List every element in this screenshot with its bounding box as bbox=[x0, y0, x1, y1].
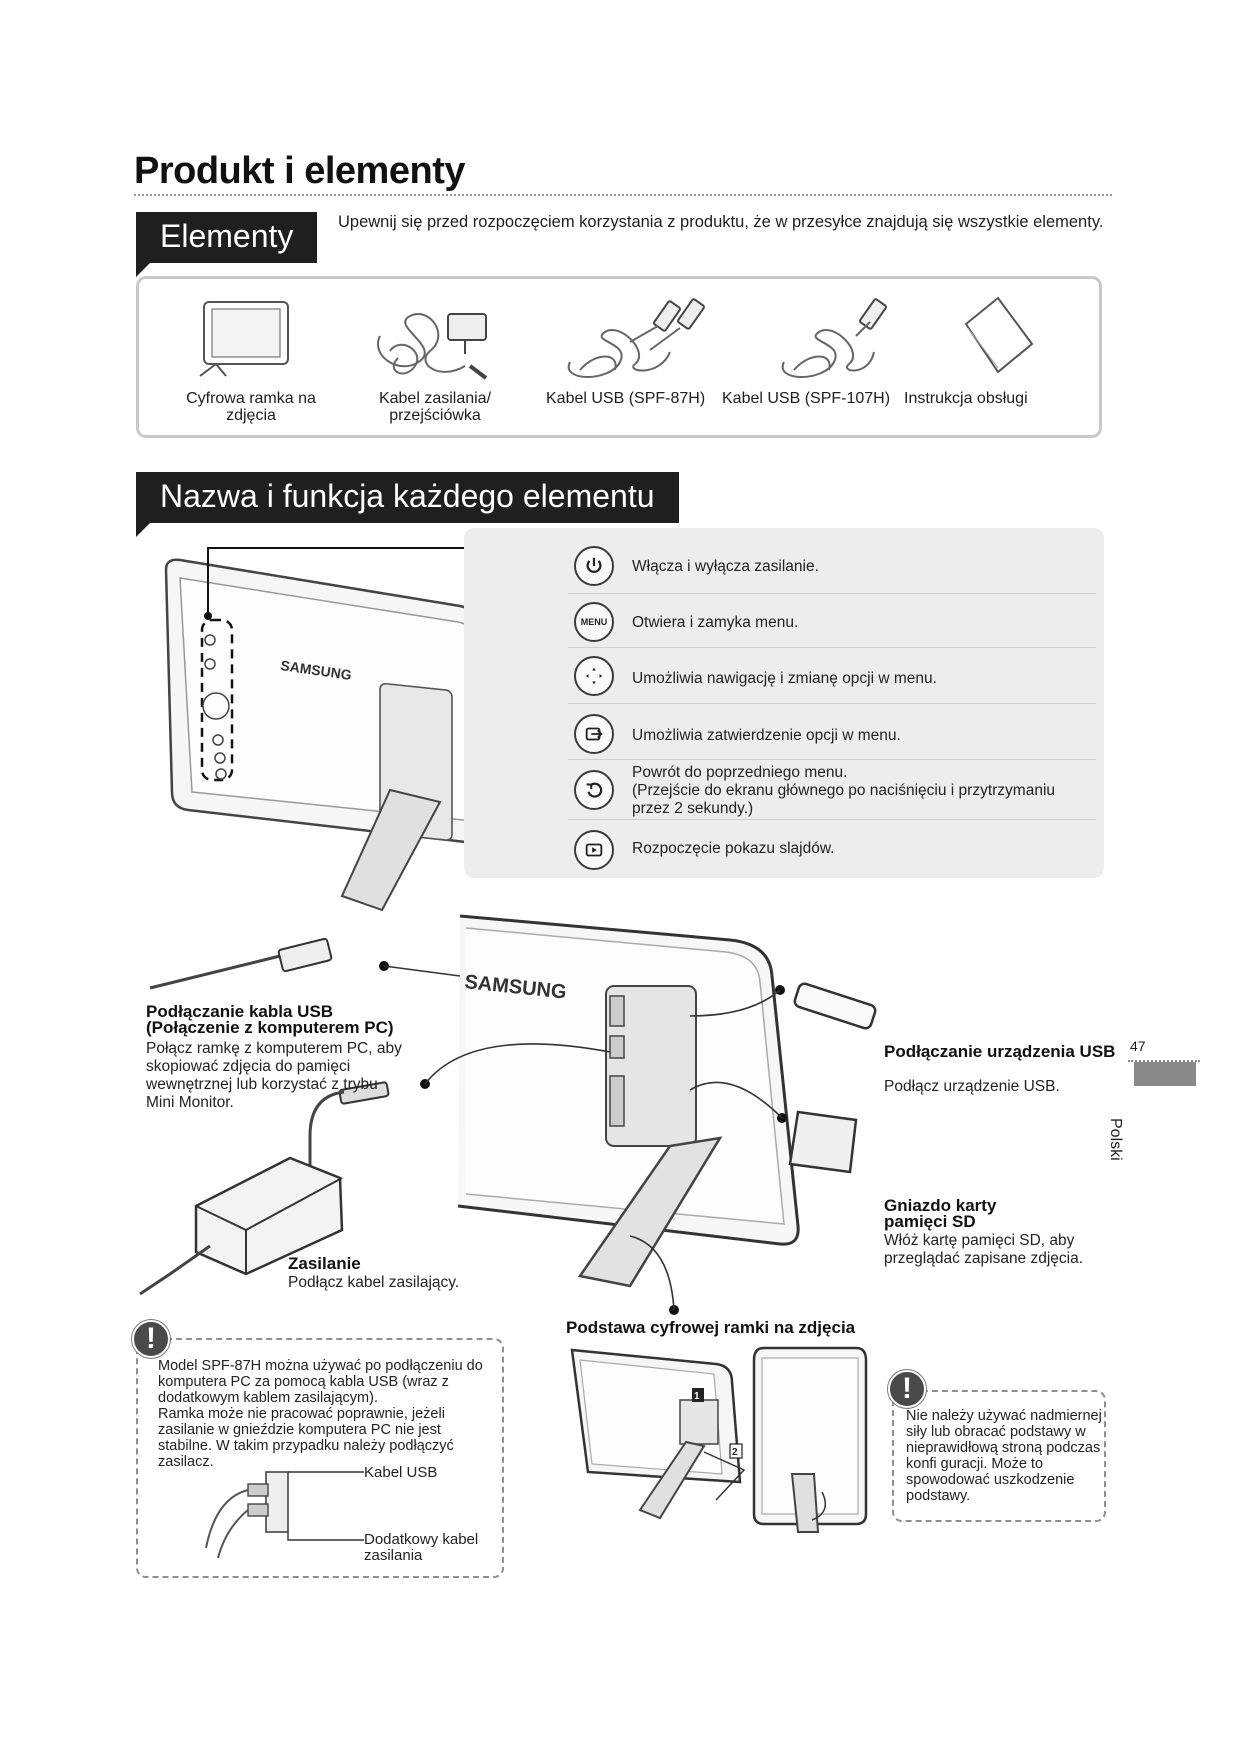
functions-tab-label: Nazwa i funkcja każdego elementu bbox=[136, 472, 679, 523]
warning-icon: ! bbox=[888, 1370, 926, 1408]
component-label-usb-107h: Kabel USB (SPF-107H) bbox=[722, 390, 891, 407]
menu-icon: MENU bbox=[574, 602, 614, 642]
usb-pc-title: Podłączanie kabla USB (Połączenie z komp… bbox=[146, 1002, 394, 1037]
function-text-enter: Umożliwia zatwierdzenie opcji w menu. bbox=[632, 727, 901, 744]
note-stand-warning bbox=[892, 1390, 1106, 1522]
page-title: Produkt i elementy bbox=[134, 150, 465, 192]
stand-step-2: 2 bbox=[732, 1447, 738, 1458]
note-usb-power-text: Model SPF-87H można używać po podłączeni… bbox=[158, 1358, 483, 1470]
warning-icon: ! bbox=[132, 1320, 170, 1358]
side-tab-language: Polski bbox=[1107, 1118, 1124, 1161]
sd-slot-title: Gniazdo karty pamięci SD bbox=[884, 1196, 997, 1231]
page-number: 47 bbox=[1130, 1038, 1146, 1054]
component-label-power-cable: Kabel zasilania/ przejściówka bbox=[378, 390, 492, 424]
component-label-frame: Cyfrowa ramka na zdjęcia bbox=[186, 390, 316, 424]
title-rule bbox=[134, 194, 1112, 196]
elements-tab-tail bbox=[136, 263, 150, 277]
photo-frame-icon bbox=[199, 301, 289, 377]
component-label-usb-87h: Kabel USB (SPF-87H) bbox=[546, 390, 706, 407]
function-row-power bbox=[568, 540, 1096, 594]
components-box bbox=[136, 276, 1102, 438]
power-adapter-icon bbox=[377, 313, 488, 380]
usb-cable-icon bbox=[781, 298, 887, 378]
power-title: Zasilanie bbox=[288, 1254, 361, 1273]
callout-usb-cable: Kabel USB bbox=[364, 1464, 438, 1481]
function-row-back bbox=[568, 760, 1096, 820]
elements-tab-label: Elementy bbox=[136, 212, 318, 263]
navigation-pad-icon bbox=[574, 656, 614, 696]
side-tab-bar bbox=[1134, 1062, 1196, 1086]
elements-tab: Elementy bbox=[136, 212, 318, 277]
function-row-menu bbox=[568, 594, 1096, 648]
usb-device-title: Podłączanie urządzenia USB bbox=[884, 1042, 1116, 1061]
usb-power-callout-illustration bbox=[205, 1471, 364, 1559]
back-icon bbox=[574, 770, 614, 810]
note-usb-power bbox=[136, 1338, 504, 1578]
function-text-power: Włącza i wyłącza zasilanie. bbox=[632, 558, 819, 575]
function-text-navigation: Umożliwia nawigację i zmianę opcji w men… bbox=[632, 670, 937, 687]
stand-setup-illustration: 1 2 bbox=[570, 1346, 868, 1533]
frame-front-illustration: SAMSUNG bbox=[164, 547, 518, 912]
component-label-manual: Instrukcja obsługi bbox=[904, 390, 1028, 407]
stand-title: Podstawa cyfrowej ramki na zdjęcia bbox=[566, 1318, 856, 1337]
function-row-navigation bbox=[568, 648, 1096, 704]
callout-extra-power-cable: Dodatkowy kabel zasilania bbox=[364, 1531, 479, 1564]
functions-tab-tail bbox=[136, 523, 150, 537]
frame-back-connections-illustration: SAMSUNG bbox=[139, 914, 877, 1315]
function-text-slideshow: Rozpoczęcie pokazu slajdów. bbox=[632, 840, 835, 857]
side-tab-dots bbox=[1128, 1060, 1200, 1062]
function-text-menu: Otwiera i zamyka menu. bbox=[632, 614, 799, 631]
usb-pc-text: Połącz ramkę z komputerem PC, aby skopio… bbox=[146, 1040, 402, 1111]
function-row-enter bbox=[568, 704, 1096, 760]
power-icon bbox=[574, 546, 614, 586]
stand-step-1: 1 bbox=[694, 1391, 700, 1402]
elements-intro: Upewnij się przed rozpoczęciem korzystan… bbox=[338, 213, 1104, 231]
usb-cable-icon bbox=[567, 298, 705, 378]
menu-icon-text: MENU bbox=[580, 617, 608, 627]
sd-slot-text: Włóż kartę pamięci SD, aby przeglądać za… bbox=[884, 1232, 1084, 1267]
manual-icon bbox=[964, 296, 1034, 374]
power-text: Podłącz kabel zasilający. bbox=[288, 1274, 460, 1291]
enter-icon bbox=[574, 714, 614, 754]
slideshow-icon bbox=[574, 830, 614, 870]
functions-tab: Nazwa i funkcja każdego elementu bbox=[136, 472, 679, 537]
note-stand-warning-text: Nie należy używać nadmiernej siły lub ob… bbox=[906, 1408, 1102, 1504]
usb-device-text: Podłącz urządzenie USB. bbox=[884, 1078, 1060, 1095]
function-text-back: Powrót do poprzedniego menu. (Przejście … bbox=[632, 764, 1056, 817]
